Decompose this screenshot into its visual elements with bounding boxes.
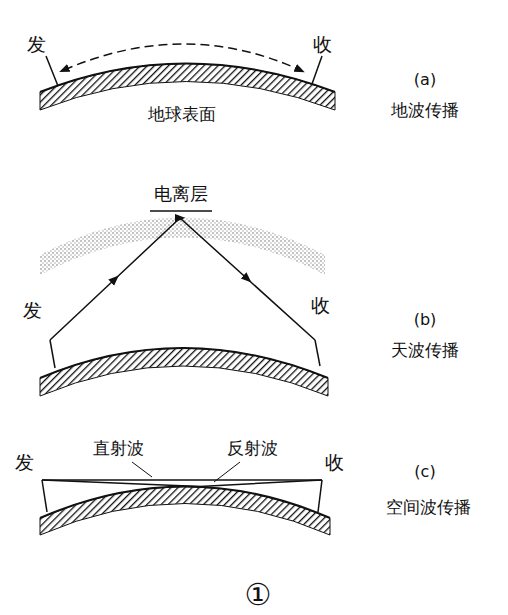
leader-line	[132, 462, 152, 477]
station-label: 发	[27, 34, 46, 55]
antenna	[50, 340, 55, 368]
earth-edge	[40, 64, 335, 93]
antenna	[312, 56, 322, 84]
panel-title: 空间波传播	[386, 498, 471, 517]
ground-wave	[64, 44, 300, 70]
station-label: 收	[313, 34, 332, 55]
wave-label: 直射波	[93, 439, 144, 458]
reflected-wave	[42, 480, 322, 487]
antenna	[315, 340, 320, 366]
leader-line	[214, 462, 240, 482]
direct-wave	[42, 479, 322, 481]
ionosphere-mark	[150, 210, 212, 212]
panel-tag: (a)	[414, 71, 436, 89]
antenna	[46, 56, 58, 86]
earth-edge	[40, 487, 330, 519]
station-label: 收	[325, 452, 344, 473]
wave-label: 反射波	[227, 439, 278, 458]
antenna	[318, 480, 322, 512]
sky-wave	[50, 218, 315, 340]
panel-tag: (b)	[414, 311, 437, 329]
panel-title: 地波传播	[391, 101, 459, 120]
layer-label: 电离层	[154, 184, 208, 204]
ionosphere	[40, 218, 325, 276]
earth-edge	[40, 348, 328, 378]
earth-surface	[40, 487, 330, 536]
earth-surface	[40, 348, 328, 396]
station-label: 收	[311, 295, 330, 316]
panel-tag: (c)	[414, 463, 435, 481]
antenna	[42, 480, 47, 512]
surface-label: 地球表面	[148, 105, 216, 124]
station-label: 发	[15, 452, 34, 473]
station-label: 发	[23, 300, 42, 321]
panel-title: 天波传播	[391, 341, 459, 360]
figure-number: ①	[245, 578, 272, 611]
earth-surface	[40, 64, 335, 111]
